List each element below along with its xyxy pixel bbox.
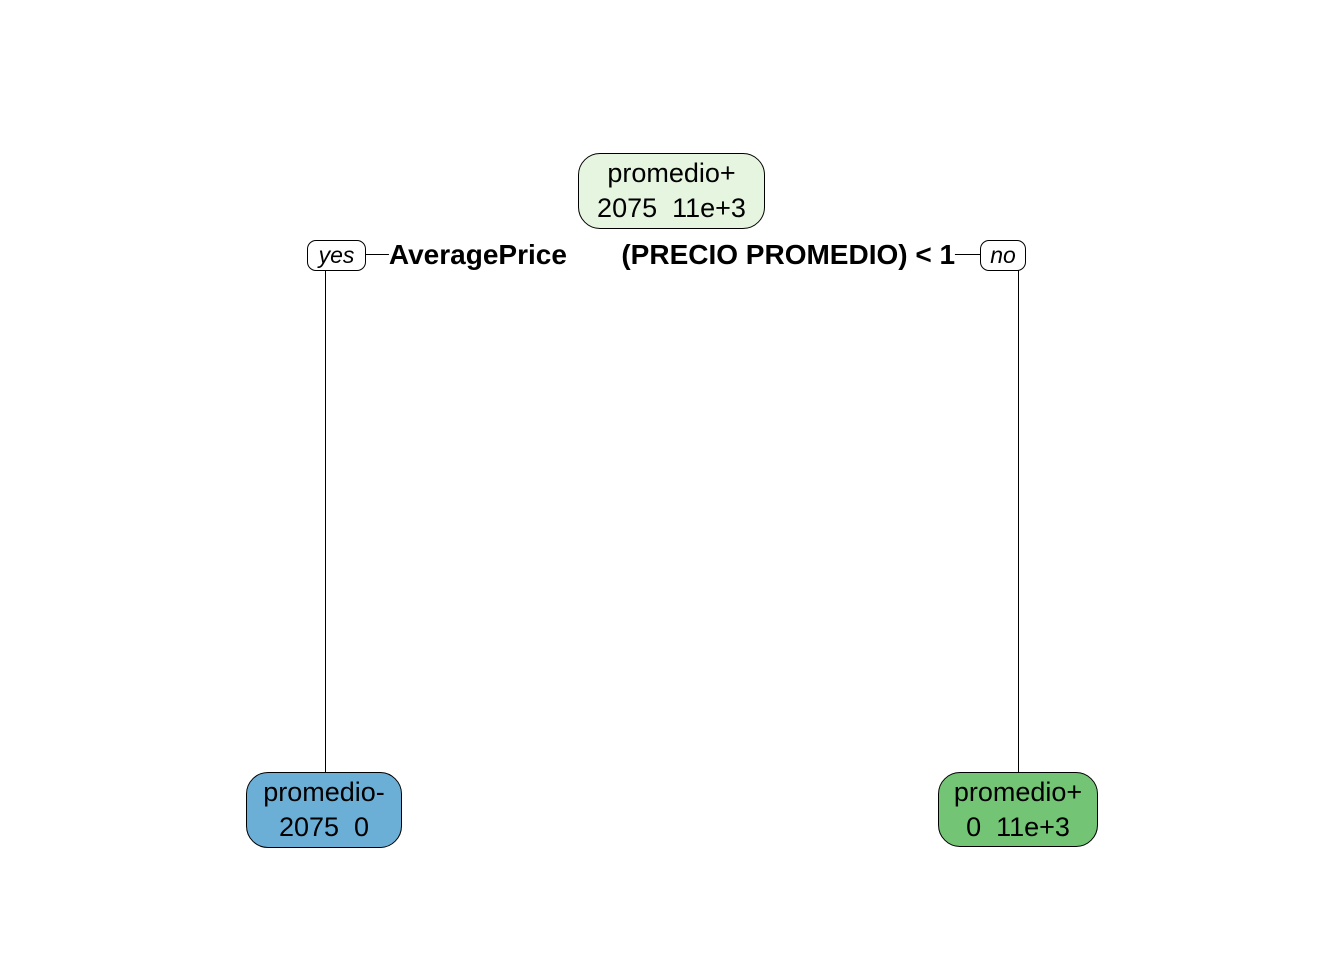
root-node: promedio+ 2075 11e+3 bbox=[578, 153, 765, 229]
yes-branch-badge: yes bbox=[307, 240, 366, 271]
branch-line-left bbox=[325, 254, 326, 773]
root-node-counts: 2075 11e+3 bbox=[597, 193, 746, 223]
leaf-left-class-label: promedio- bbox=[263, 777, 385, 807]
leaf-node-right: promedio+ 0 11e+3 bbox=[938, 772, 1098, 847]
split-condition-label: AveragePrice (PRECIO PROMEDIO) < 1 bbox=[388, 239, 956, 270]
root-node-class-label: promedio+ bbox=[607, 158, 736, 188]
branch-line-right bbox=[1018, 254, 1019, 773]
leaf-right-class-label: promedio+ bbox=[953, 776, 1083, 807]
no-branch-badge: no bbox=[980, 240, 1026, 271]
leaf-right-counts: 0 11e+3 bbox=[966, 811, 1070, 842]
leaf-left-counts: 2075 0 bbox=[278, 812, 370, 842]
leaf-node-left: promedio- 2075 0 bbox=[246, 772, 402, 848]
